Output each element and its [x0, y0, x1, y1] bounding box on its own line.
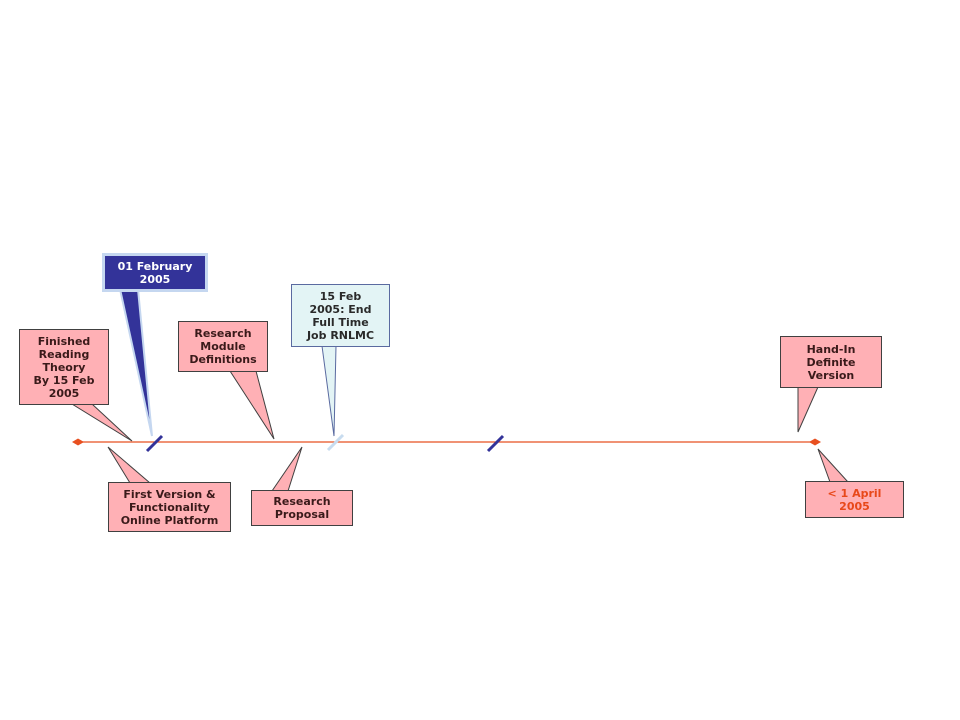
- tail-hand-in: [797, 386, 819, 433]
- callout-finished-reading: Finished Reading Theory By 15 Feb 2005: [19, 329, 109, 405]
- tick-feb-01: [145, 434, 164, 453]
- tick-feb-15: [326, 433, 345, 452]
- timeline-end-diamond: [809, 438, 821, 446]
- callout-feb-15: 15 Feb 2005: End Full Time Job RNLMC: [291, 284, 390, 347]
- callout-feb-01: 01 February 2005: [102, 253, 208, 292]
- tail-research-module: [229, 370, 275, 440]
- callout-first-version: First Version & Functionality Online Pla…: [108, 482, 231, 532]
- tail-research-proposal: [271, 446, 303, 492]
- tick-march: [486, 434, 505, 453]
- tail-first-version: [107, 446, 152, 484]
- tail-finished-reading: [70, 403, 133, 442]
- tail-april: [817, 448, 850, 483]
- tail-feb-01: [118, 288, 153, 437]
- callout-research-module: Research Module Definitions: [178, 321, 268, 372]
- callout-april: < 1 April 2005: [805, 481, 904, 518]
- callout-research-proposal: Research Proposal: [251, 490, 353, 526]
- tail-feb-15: [321, 345, 337, 437]
- timeline-start-diamond: [72, 438, 84, 446]
- callout-hand-in: Hand-In Definite Version: [780, 336, 882, 388]
